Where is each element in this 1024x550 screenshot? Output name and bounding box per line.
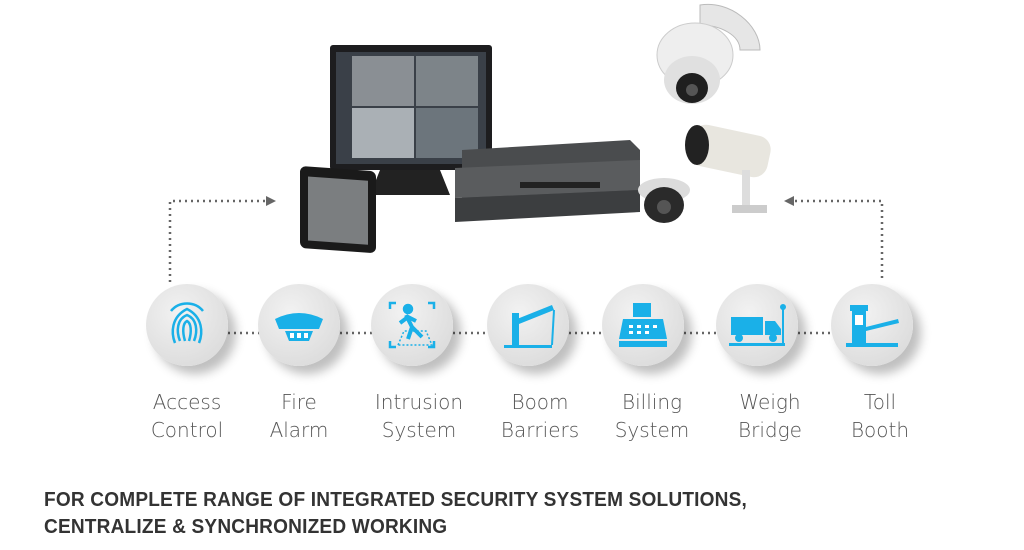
bullet-camera [685,124,771,213]
boom-barrier-icon [504,305,555,348]
label-line: Billing [622,390,682,414]
weigh-bridge-button[interactable] [716,284,798,366]
label-line: Fire [281,390,317,414]
intruder-icon [388,301,436,349]
heading-line-1: FOR COMPLETE RANGE OF INTEGRATED SECURIT… [44,488,748,511]
label-line: Alarm [269,418,329,442]
label-line: Access [152,390,222,414]
devices-illustration [300,3,771,253]
label-line: Control [150,418,224,442]
tablet [300,166,376,253]
billing-system-button[interactable] [602,284,684,366]
label-line: Boom [511,390,569,414]
toll-booth-button[interactable] [831,284,913,366]
arrow-left-icon [784,196,794,206]
ptz-camera [656,3,761,104]
smoke-detector-icon [275,313,323,341]
access-control-button[interactable] [146,284,228,366]
toll-booth-icon [846,305,899,347]
label-line: Intrusion [374,390,464,414]
arrow-right-icon [266,196,276,206]
boom-barriers-button[interactable] [487,284,569,366]
label-line: Toll [863,390,897,414]
truck-scale-icon [729,304,786,346]
label-line: Booth [850,418,910,442]
label-line: System [381,418,457,442]
heading-line-2: CENTRALIZE & SYNCHRONIZED WORKING [44,515,448,538]
label-line: Bridge [738,418,802,442]
page-heading: FOR COMPLETE RANGE OF INTEGRATED SECURIT… [44,486,747,540]
intrusion-system-button[interactable] [371,284,453,366]
cash-register-icon [619,303,667,347]
dome-camera [638,178,690,223]
fire-alarm-button[interactable] [258,284,340,366]
monitor [330,45,492,195]
label-line: Weigh [739,390,801,414]
label-line: Barriers [500,418,580,442]
dvr-units [455,140,640,222]
fingerprint-icon [170,302,204,344]
label-line: System [614,418,690,442]
